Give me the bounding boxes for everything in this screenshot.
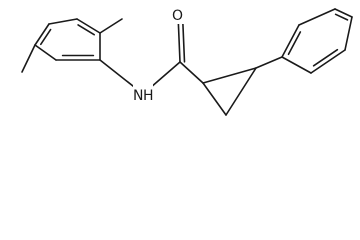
- bond-p3-p4: [334, 8, 353, 18]
- bond-cp2-cp3: [225, 67, 257, 116]
- bond-cc-cp1: [179, 61, 204, 84]
- bond-p4-p5: [344, 16, 353, 51]
- bond-a2-a3: [48, 18, 78, 25]
- bond-p6-p1: [281, 56, 312, 74]
- bond-cp1-cp2: [202, 67, 257, 84]
- bond-p1-p2-inner: [287, 31, 302, 56]
- bond-cp3-cp1: [202, 82, 227, 116]
- bond-n-cc: [149, 61, 181, 89]
- bond-a1-me1: [99, 18, 123, 34]
- nh-hydrogen-label: H: [143, 88, 154, 104]
- bond-cp2-p1: [255, 56, 283, 69]
- label-layer: N H O: [133, 5, 185, 104]
- nh-label-background: [133, 84, 153, 103]
- bond-cc-o-second: [182, 22, 186, 63]
- bond-a1-a2-inner: [77, 24, 95, 36]
- bond-p3-p4-inner: [334, 13, 349, 21]
- chemical-structure: N H O: [21, 5, 353, 116]
- bond-p1-p2: [281, 24, 300, 58]
- bond-a3-a4: [34, 23, 50, 46]
- bond-layer: [21, 8, 353, 116]
- oxygen-label: O: [172, 8, 183, 24]
- nitrogen-label: N: [133, 88, 143, 104]
- bond-cc-o: [177, 23, 181, 63]
- bond-a4-me2: [21, 44, 36, 73]
- bond-p5-p6: [310, 49, 346, 74]
- oxygen-label-background: [171, 5, 185, 24]
- bond-a1-a2: [76, 18, 101, 34]
- bond-p2-p3: [298, 8, 336, 26]
- bond-p5-p6-inner: [312, 48, 339, 67]
- bond-a3-a4-inner: [39, 28, 52, 46]
- bond-a6-n: [99, 59, 136, 89]
- bond-a4-a5: [34, 44, 57, 61]
